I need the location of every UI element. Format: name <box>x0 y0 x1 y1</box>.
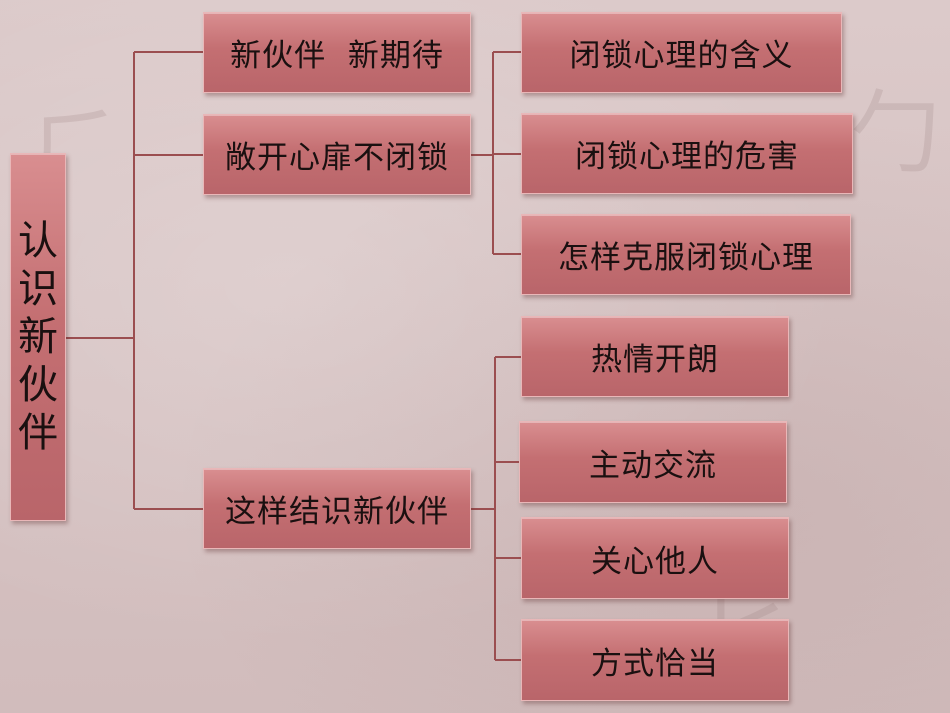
root-node: 认 识 新 伙 伴 <box>10 153 66 521</box>
node-care-others: 关心他人 <box>521 517 789 599</box>
root-char: 认 <box>18 218 58 264</box>
root-char: 伙 <box>18 362 58 408</box>
root-char: 伴 <box>18 410 58 456</box>
node-active-communication: 主动交流 <box>519 421 787 503</box>
node-proper-manner: 方式恰当 <box>521 619 789 701</box>
node-warm-cheerful: 热情开朗 <box>521 316 789 397</box>
root-char: 新 <box>18 314 58 360</box>
node-open-heart: 敞开心扉不闭锁 <box>203 114 471 195</box>
root-char: 识 <box>18 266 58 312</box>
node-closed-mind-meaning: 闭锁心理的含义 <box>521 12 842 93</box>
node-new-partner-new-expectation: 新伙伴 新期待 <box>203 12 471 93</box>
node-overcome-closed-mind: 怎样克服闭锁心理 <box>521 214 851 295</box>
background-calligraphy-right: ⼓ <box>850 81 940 186</box>
node-closed-mind-harm: 闭锁心理的危害 <box>521 113 853 194</box>
node-how-to-meet-partners: 这样结识新伙伴 <box>203 468 471 549</box>
